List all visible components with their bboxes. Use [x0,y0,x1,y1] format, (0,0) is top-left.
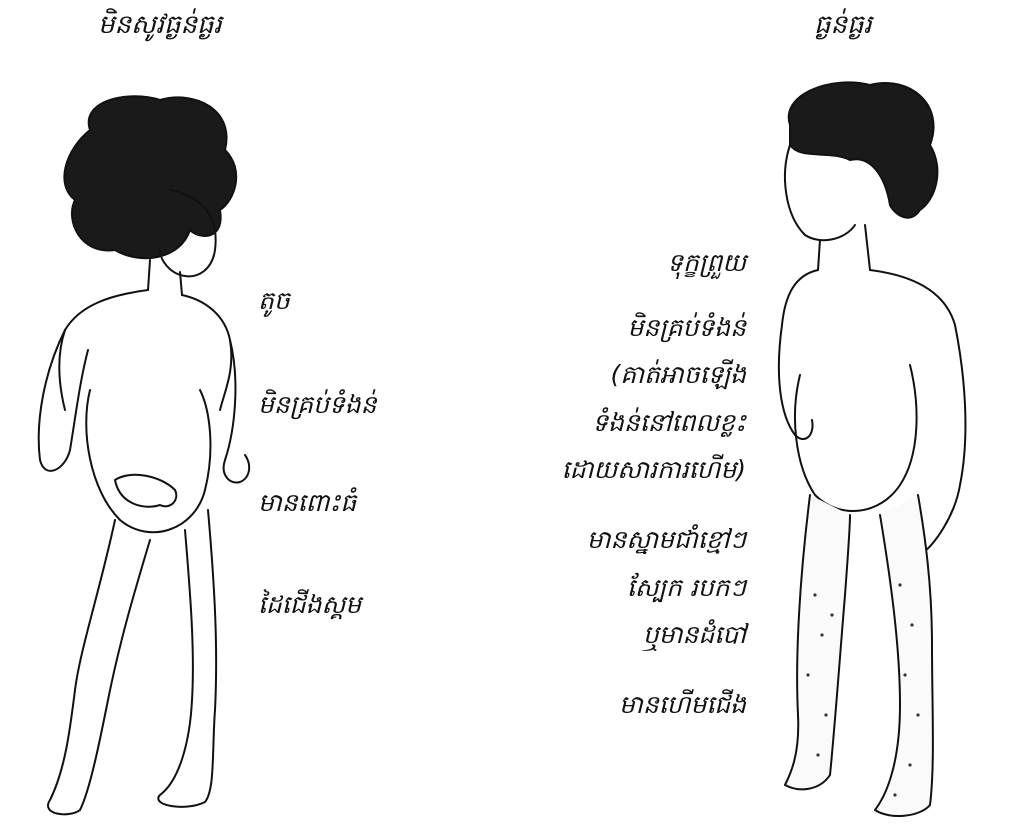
right-heading: ធ្ងន់ធ្ងរ [814,8,872,46]
left-label-big-belly: មានពោះធំ [258,490,356,515]
right-label-note-line2: ទំងន់នៅពេលខ្លះ [592,410,746,435]
right-label-underweight: មិនគ្រប់ទំងន់ [627,315,746,340]
right-label-sores: ឬមានដំបៅ [643,622,746,647]
right-label-sad: ទុក្ខព្រួយ [667,250,746,275]
left-heading: មិនសូវធ្ងន់ធ្ងរ [98,8,222,46]
left-label-thin-limbs: ដៃជើងស្គម [258,592,361,617]
left-child-illustration [20,90,280,830]
right-child-illustration [760,75,990,835]
left-label-underweight: មិនគ្រប់ទំងន់ [258,392,377,417]
right-label-peeling-skin: ស្បែក របកៗ [627,575,746,600]
right-label-swollen-legs: មានហើមជើង [619,692,746,717]
right-label-note-line1: (គាត់អាចឡើង [611,362,747,387]
left-label-small: តូច [258,288,290,313]
right-label-note-line3: ដោយសារការហើម) [562,457,746,482]
right-label-dark-patches: មានស្នាមជាំខ្មៅៗ [587,527,746,552]
